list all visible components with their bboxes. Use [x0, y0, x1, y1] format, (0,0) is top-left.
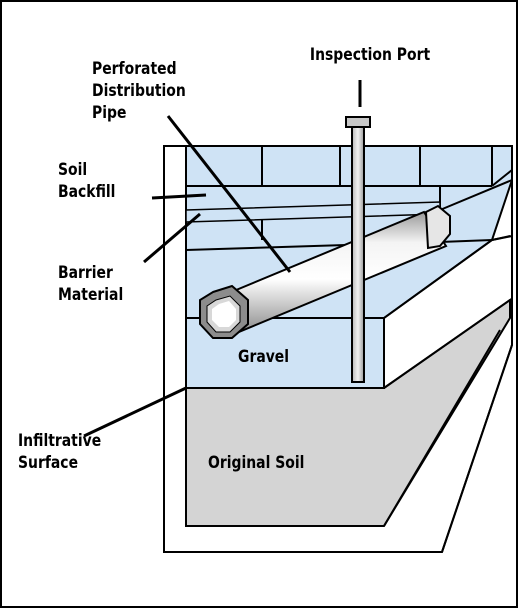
label-original-soil: Original Soil [208, 453, 305, 473]
label-perforated-pipe-line-3: Pipe [92, 103, 127, 123]
pipe-end [199, 284, 249, 339]
label-inspection-port: Inspection Port [309, 45, 431, 65]
perforated-pipe [199, 204, 451, 339]
label-infiltrative-surface-line-1: Infiltrative [18, 431, 102, 451]
label-perforated-pipe-line-1: Perforated [92, 59, 177, 79]
label-perforated-pipe-line-2: Distribution [92, 81, 186, 101]
label-barrier-material-line-1: Barrier [58, 263, 113, 283]
label-soil-backfill-line-1: Soil [58, 160, 88, 180]
inspection-port [345, 80, 371, 383]
label-gravel: Gravel [238, 347, 290, 367]
leader-lines [83, 115, 292, 438]
label-soil-backfill-line-2: Backfill [58, 182, 116, 202]
label-infiltrative-surface-line-2: Surface [18, 453, 79, 473]
label-barrier-material-line-2: Material [58, 285, 124, 305]
